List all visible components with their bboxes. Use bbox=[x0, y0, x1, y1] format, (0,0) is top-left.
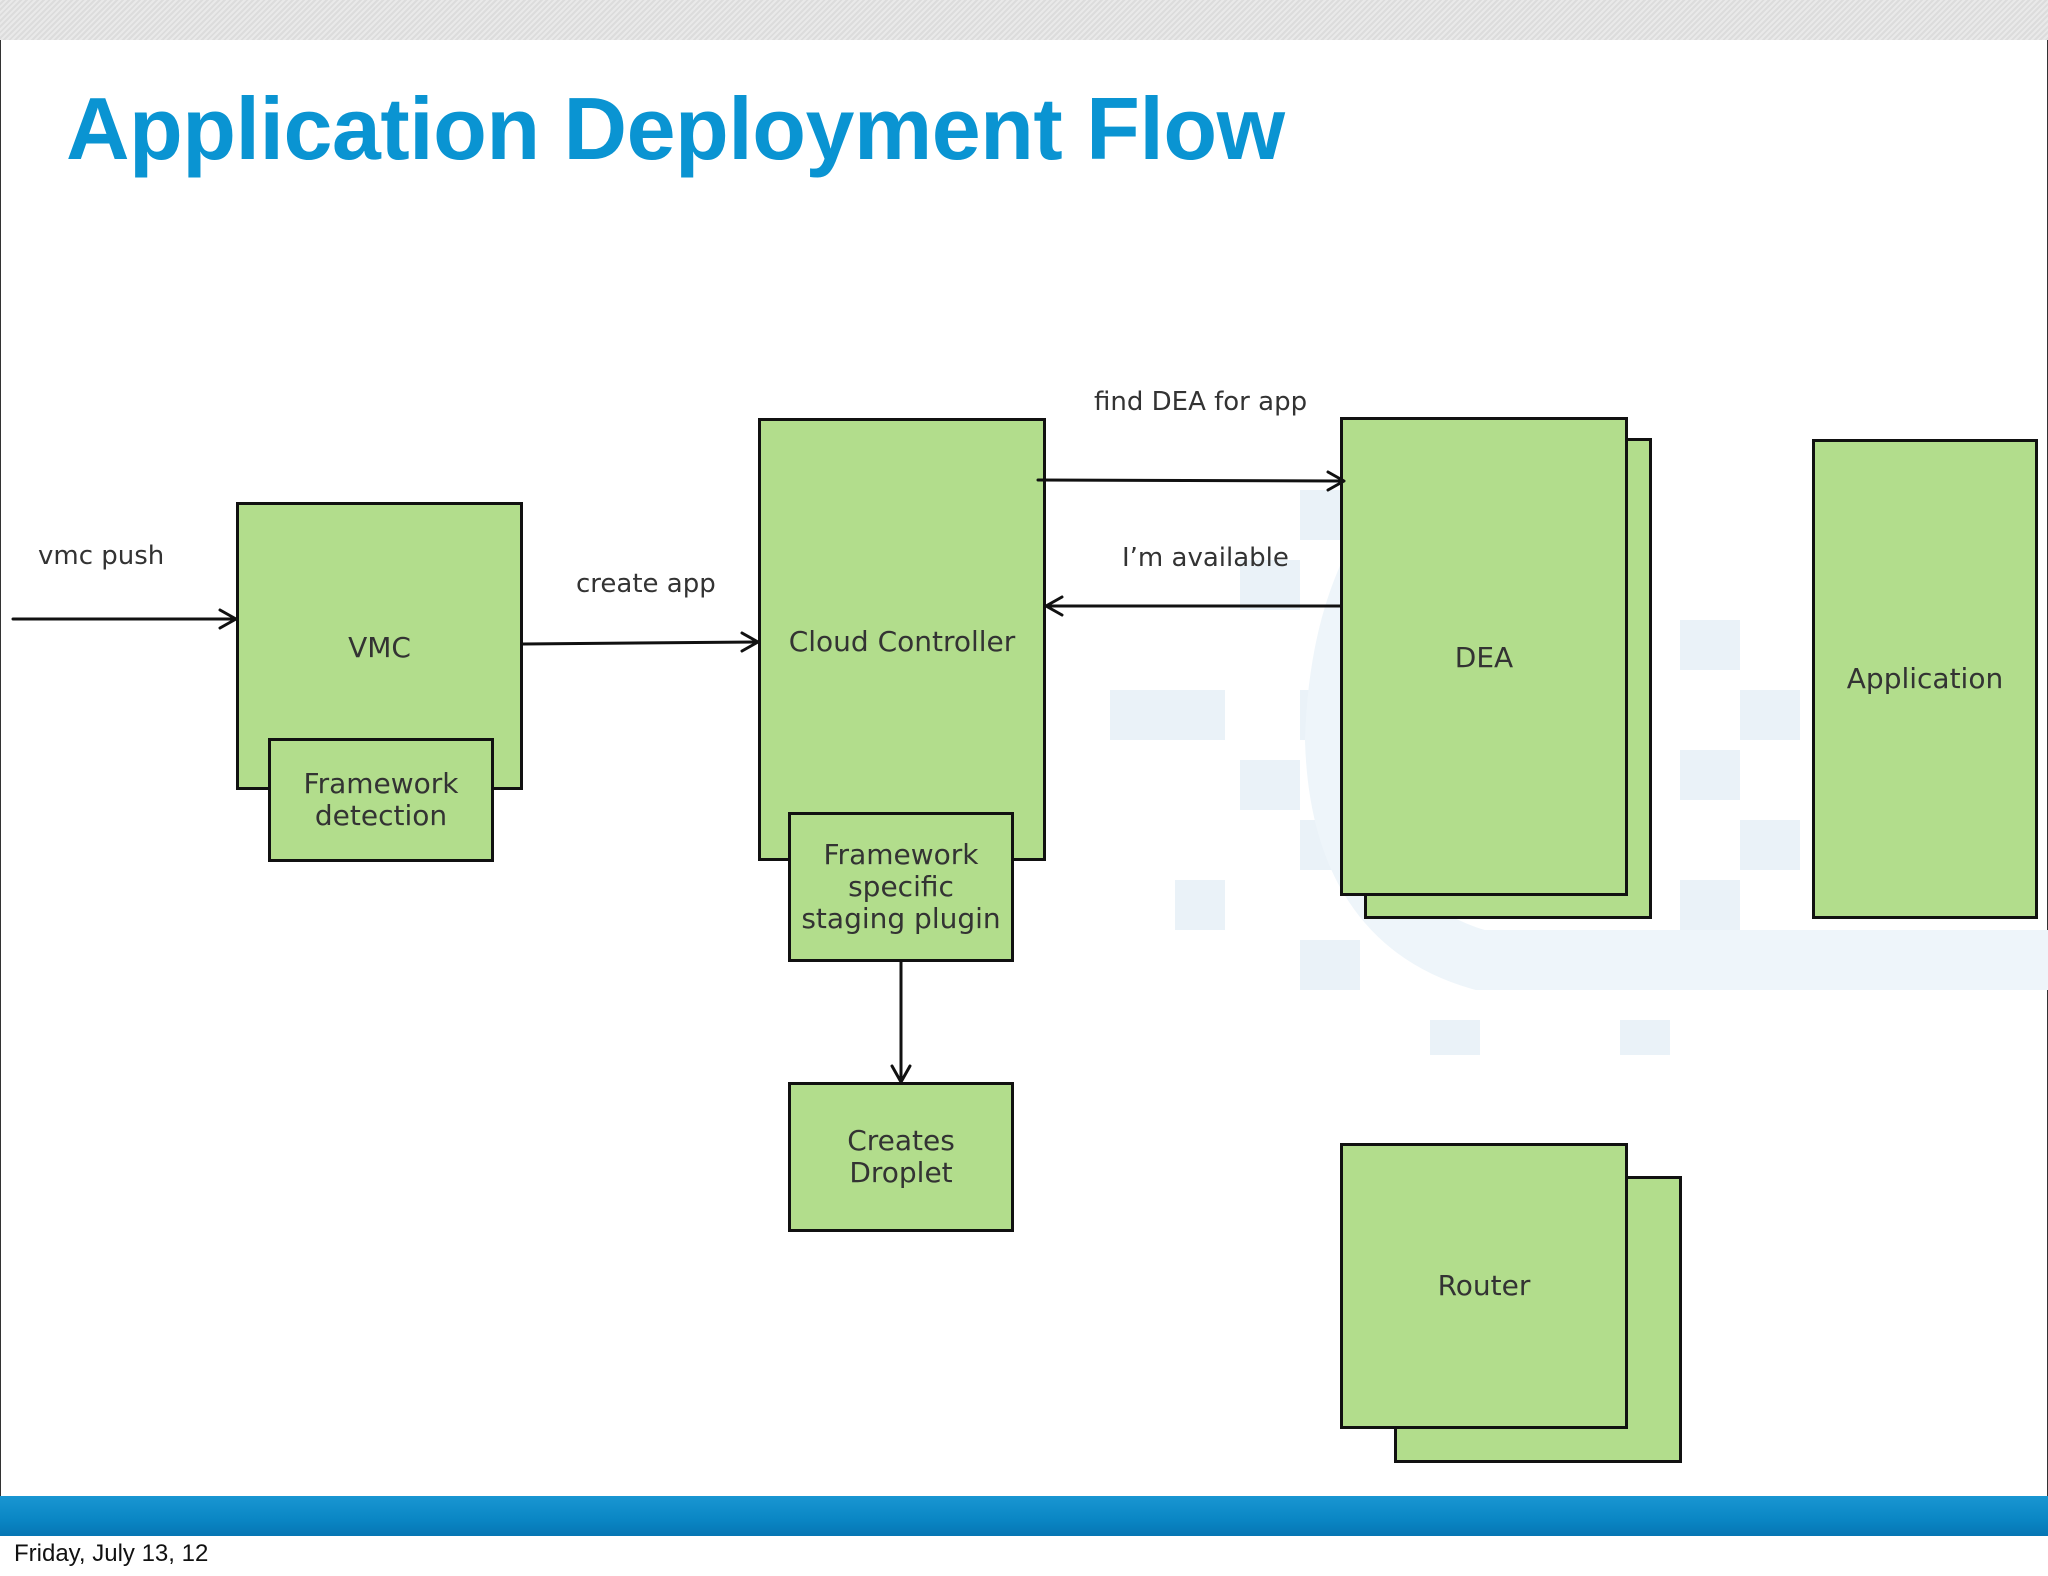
slide-left-border bbox=[0, 40, 1, 1536]
label-create-app: create app bbox=[576, 569, 716, 599]
node-framework-detection-label: Framework detection bbox=[303, 767, 459, 832]
arrow-find-dea bbox=[1036, 470, 1346, 492]
node-router-label: Router bbox=[1437, 1269, 1531, 1302]
node-dea-label: DEA bbox=[1454, 641, 1514, 674]
arrow-staging-to-droplet bbox=[890, 960, 912, 1084]
arrow-vmc-push bbox=[11, 608, 238, 630]
node-vmc-label: VMC bbox=[348, 631, 411, 664]
footer-date: Friday, July 13, 12 bbox=[14, 1540, 209, 1567]
node-creates-droplet: Creates Droplet bbox=[788, 1082, 1014, 1232]
arrow-create-app bbox=[521, 631, 760, 653]
bottom-accent-bar bbox=[0, 1496, 2048, 1536]
node-dea: DEA bbox=[1340, 417, 1628, 896]
node-router: Router bbox=[1340, 1143, 1628, 1429]
node-framework-detection: Framework detection bbox=[268, 738, 494, 862]
label-find-dea: find DEA for app bbox=[1094, 387, 1308, 417]
node-application-label: Application bbox=[1846, 662, 2004, 695]
slide-title: Application Deployment Flow bbox=[66, 79, 1285, 178]
arrow-im-available bbox=[1044, 595, 1342, 617]
node-cloud-controller-label: Cloud Controller bbox=[788, 625, 1016, 658]
node-creates-droplet-label: Creates Droplet bbox=[847, 1124, 955, 1189]
node-application: Application bbox=[1812, 439, 2038, 919]
node-staging-plugin: Framework specific staging plugin bbox=[788, 812, 1014, 962]
label-im-available: I’m available bbox=[1122, 543, 1289, 573]
node-cloud-controller: Cloud Controller bbox=[758, 418, 1046, 861]
label-vmc-push: vmc push bbox=[38, 541, 165, 571]
top-texture-strip bbox=[0, 0, 2048, 40]
node-staging-plugin-label: Framework specific staging plugin bbox=[801, 838, 1001, 935]
